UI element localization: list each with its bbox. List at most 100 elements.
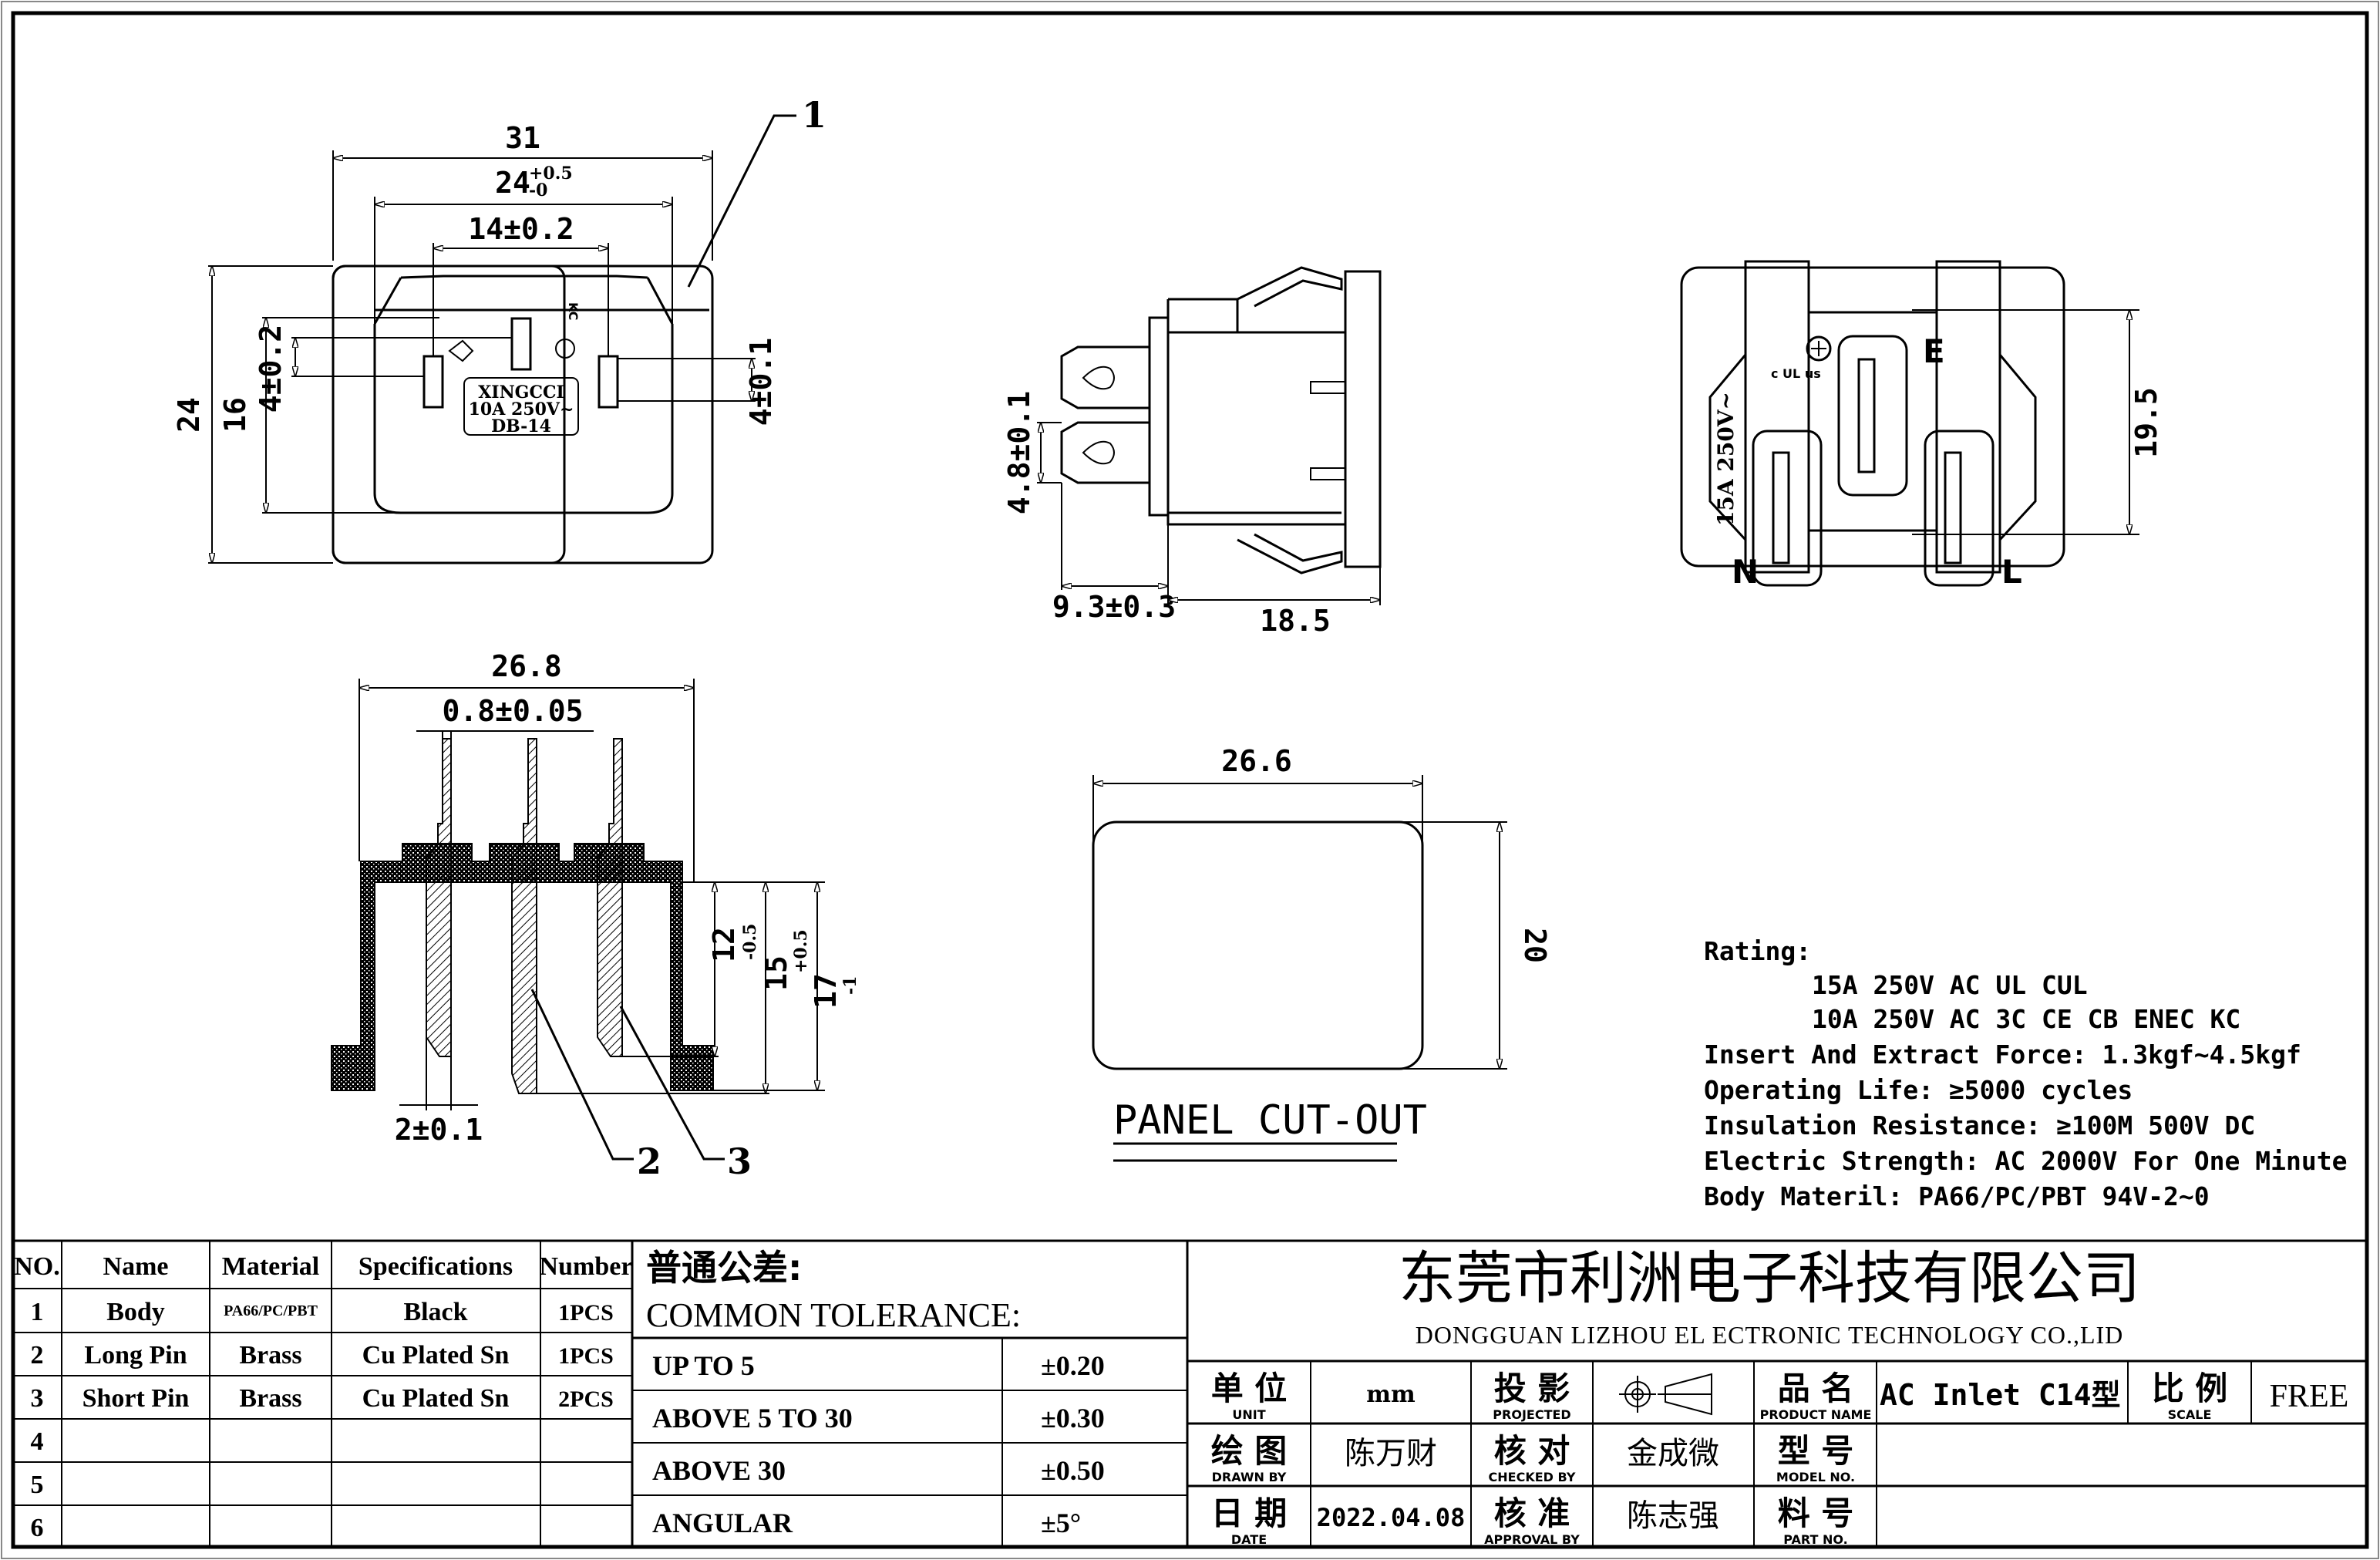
ccc-mark-icon bbox=[555, 339, 575, 359]
approval-by-value: 陈志强 bbox=[1627, 1498, 1719, 1534]
bom-row: 2 Long Pin Brass Cu Plated Sn 1PCS bbox=[31, 1341, 614, 1370]
spec-line: Insulation Resistance: ≥100M 500V DC bbox=[1704, 1110, 2255, 1141]
front-view: XINGCCI 10A 250V~ DB-14 KC 31 24 +0.5 -0… bbox=[172, 94, 826, 564]
product-label-en: PRODUCT NAME bbox=[1760, 1407, 1872, 1422]
front-label-model: DB-14 bbox=[491, 416, 551, 436]
approval-label-cn: 核 准 bbox=[1494, 1494, 1570, 1532]
bom-cell-no: 2 bbox=[31, 1341, 44, 1370]
first-angle-projection-icon bbox=[1619, 1373, 1712, 1416]
cert-mark-icon bbox=[448, 339, 474, 362]
tolerance-title-en: COMMON TOLERANCE: bbox=[646, 1296, 1021, 1334]
tolerance-table: 普通公差: COMMON TOLERANCE: UP TO 5 ±0.20 AB… bbox=[632, 1241, 2367, 1548]
bom-cell-no: 5 bbox=[31, 1471, 44, 1499]
checked-label-en: CHECKED BY bbox=[1489, 1470, 1576, 1484]
dim-left-pin-offset: 4±0.2 bbox=[254, 325, 288, 413]
spec-rating-line: 10A 250V AC 3C CE CB ENEC KC bbox=[1812, 1004, 2240, 1034]
bom-cell-material: PA66/PC/PBT bbox=[224, 1302, 318, 1319]
dim-overall-height: 24 bbox=[172, 397, 206, 433]
tolerance-range: ABOVE 30 bbox=[652, 1455, 786, 1486]
bom-cell-no: 4 bbox=[31, 1427, 44, 1456]
bom-cell-spec: Cu Plated Sn bbox=[362, 1341, 510, 1370]
tolerance-range: UP TO 5 bbox=[652, 1350, 755, 1381]
side-view: 4.8±0.1 9.3±0.3 18.5 bbox=[1002, 266, 1382, 638]
earth-symbol-icon bbox=[1806, 335, 1832, 362]
tolerance-range: ANGULAR bbox=[652, 1508, 793, 1538]
dim-long-pin-tol: +0.5 bbox=[791, 929, 811, 973]
title-block: 东莞市利洲电子科技有限公司 DONGGUAN LIZHOU EL ECTRONI… bbox=[1187, 1245, 2367, 1547]
bom-table: NO. Name Material Specifications Number … bbox=[13, 1239, 2367, 1548]
checked-label-cn: 核 对 bbox=[1494, 1432, 1570, 1470]
dim-pin-width: 2±0.1 bbox=[395, 1113, 483, 1147]
model-label-cn: 型 号 bbox=[1778, 1432, 1854, 1470]
bom-row: 5 bbox=[31, 1471, 44, 1499]
panel-cutout-title: PANEL CUT-OUT bbox=[1113, 1097, 1427, 1144]
tolerance-value: ±0.50 bbox=[1041, 1455, 1105, 1486]
callout-3: 3 bbox=[727, 1141, 752, 1182]
spec-line: Electric Strength: AC 2000V For One Minu… bbox=[1704, 1146, 2347, 1176]
tolerance-value: ±5° bbox=[1041, 1508, 1081, 1538]
dim-section-height-tol: -1 bbox=[840, 976, 860, 995]
dim-terminal-width: 4.8±0.1 bbox=[1002, 391, 1036, 514]
front-socket-outline bbox=[373, 324, 674, 514]
drawn-label-cn: 绘 图 bbox=[1211, 1432, 1288, 1470]
front-pin-neutral bbox=[422, 355, 444, 409]
kc-mark: KC bbox=[566, 302, 581, 320]
bom-cell-number: 1PCS bbox=[558, 1343, 614, 1369]
rear-outer bbox=[1680, 266, 2065, 568]
bom-cell-material: Brass bbox=[239, 1341, 301, 1370]
bom-cell-no: 1 bbox=[31, 1298, 44, 1326]
company-name-cn: 东莞市利洲电子科技有限公司 bbox=[1399, 1245, 2140, 1312]
callout-leader-3 bbox=[619, 1006, 725, 1161]
spec-rating-line: 15A 250V AC UL CUL bbox=[1812, 970, 2088, 1000]
bom-header-specifications: Specifications bbox=[359, 1252, 513, 1281]
dim-overall-width: 31 bbox=[505, 121, 540, 155]
dim-pin-thickness: 0.8±0.05 bbox=[442, 694, 583, 728]
front-pin-earth bbox=[510, 317, 532, 371]
bom-header-no: NO. bbox=[14, 1252, 60, 1281]
scale-label-en: SCALE bbox=[2168, 1407, 2212, 1422]
front-pin-live bbox=[598, 355, 619, 409]
date-value: 2022.04.08 bbox=[1317, 1503, 1466, 1532]
side-latch-bottom bbox=[1237, 533, 1343, 574]
product-name-value: AC Inlet C14型 bbox=[1880, 1378, 2121, 1412]
dim-inner-width: 24 bbox=[495, 166, 530, 200]
dim-rear-height: 19.5 bbox=[2129, 387, 2163, 458]
bom-row: 3 Short Pin Brass Cu Plated Sn 2PCS bbox=[31, 1384, 614, 1413]
rear-live-socket bbox=[1924, 430, 1995, 587]
bom-cell-number: 1PCS bbox=[558, 1300, 614, 1326]
rear-mark-neutral: N bbox=[1732, 553, 1759, 591]
dim-section-height: 17 bbox=[809, 973, 843, 1009]
scale-value: FREE bbox=[2270, 1379, 2349, 1414]
bom-row: 4 bbox=[31, 1427, 44, 1456]
tolerance-title-cn: 普通公差: bbox=[646, 1247, 802, 1289]
dim-pin-spacing: 14±0.2 bbox=[468, 212, 574, 246]
dim-cutout-height: 20 bbox=[1518, 928, 1552, 963]
rear-view: E N L 15A 250V~ c UL us 19.5 bbox=[1680, 260, 2163, 591]
date-label-en: DATE bbox=[1231, 1532, 1267, 1547]
dim-short-pin-tol: -0.5 bbox=[740, 924, 760, 960]
terminal-hole-lower bbox=[1082, 440, 1115, 465]
dim-body-depth: 18.5 bbox=[1260, 604, 1331, 638]
dim-inner-width-tol-plus: +0.5 bbox=[529, 163, 573, 184]
callout-2: 2 bbox=[637, 1141, 661, 1182]
callout-1: 1 bbox=[802, 94, 826, 136]
dim-long-pin-length: 15 bbox=[759, 955, 793, 991]
section-view: 26.8 0.8±0.05 2±0.1 12 -0.5 15 +0.5 17 -… bbox=[331, 649, 860, 1182]
rear-mark-live: L bbox=[2001, 553, 2022, 591]
front-label-brand: XINGCCI bbox=[478, 382, 564, 403]
part-label-cn: 料 号 bbox=[1778, 1494, 1854, 1532]
inner-sheet-border bbox=[11, 11, 2369, 1549]
rear-earth-socket bbox=[1837, 335, 1908, 497]
dim-inner-width-tol-minus: -0 bbox=[529, 180, 547, 200]
bom-cell-spec: Cu Plated Sn bbox=[362, 1384, 510, 1413]
section-housing bbox=[331, 843, 714, 1091]
panel-cutout-view: 26.6 20 PANEL CUT-OUT bbox=[1092, 744, 1552, 1162]
dim-terminal-length: 9.3±0.3 bbox=[1052, 590, 1176, 624]
spec-line: Insert And Extract Force: 1.3kgf~4.5kgf bbox=[1704, 1039, 2301, 1070]
scale-label-cn: 比 例 bbox=[2152, 1370, 2228, 1407]
front-body-outline bbox=[332, 264, 714, 564]
rear-mark-rating: 15A 250V~ bbox=[1713, 392, 1739, 526]
bom-cell-name: Body bbox=[106, 1298, 165, 1326]
